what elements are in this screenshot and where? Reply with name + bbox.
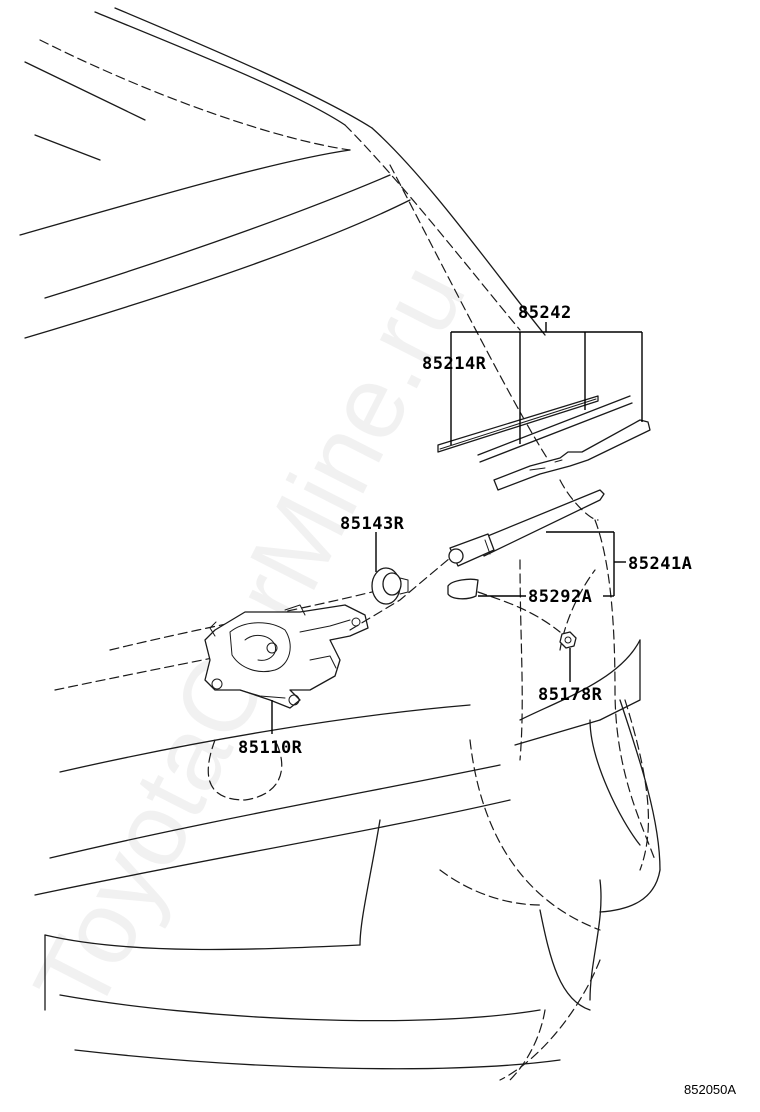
nut [559, 631, 577, 649]
part-label-85292A: 85292A [528, 587, 592, 607]
part-label-85178R: 85178R [538, 685, 603, 705]
part-label-85242: 85242 [518, 303, 572, 323]
part-label-85241A: 85241A [628, 554, 692, 574]
part-label-85143R: 85143R [340, 514, 405, 534]
wiper-motor [204, 604, 369, 709]
part-label-85110R: 85110R [238, 738, 303, 758]
grommet [371, 567, 409, 605]
alignment-lines [349, 479, 599, 633]
leader-lines [271, 322, 643, 734]
wiper-arm [448, 489, 605, 567]
rear-glass-outline [19, 7, 556, 471]
part-label-85214R: 85214R [422, 354, 487, 374]
arm-cap [447, 578, 479, 600]
wiper-blade-assembly [437, 395, 651, 491]
diagram-code: 852050A [684, 1082, 736, 1097]
